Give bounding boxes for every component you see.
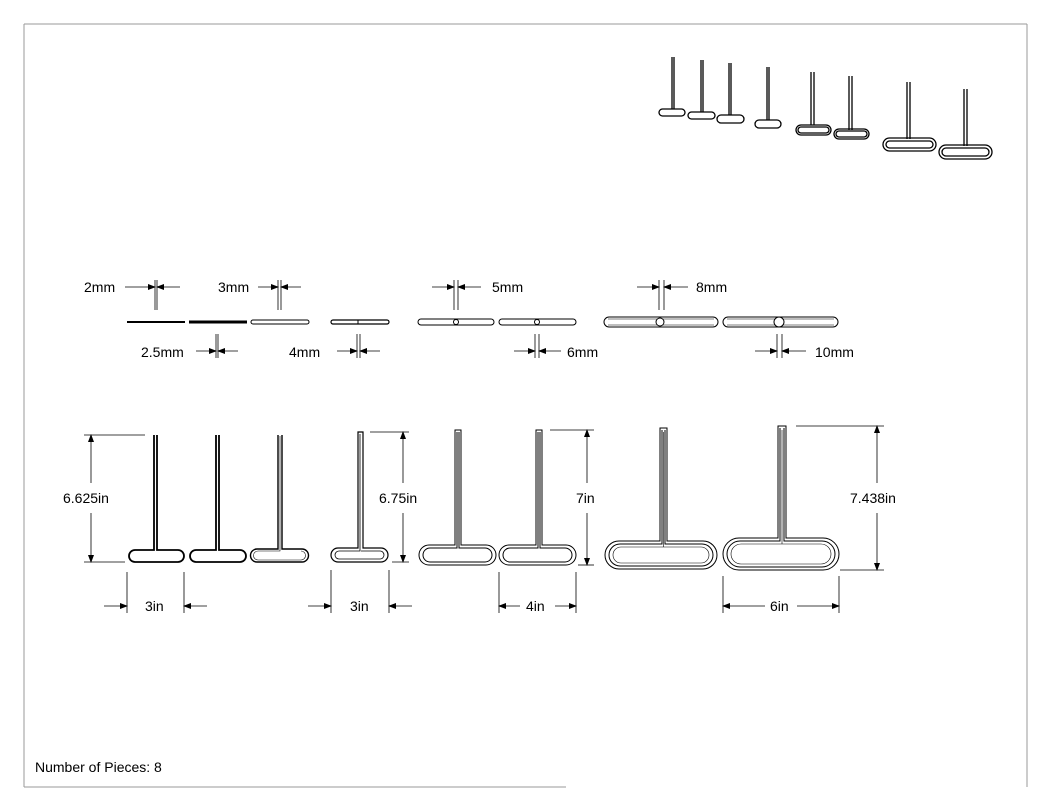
dim-label-8mm: 8mm — [696, 279, 727, 295]
dim-label-3in-b: 3in — [350, 598, 369, 614]
isometric-view — [658, 57, 993, 160]
number-of-pieces-note: Number of Pieces: 8 — [35, 759, 162, 775]
top-handle-4 — [330, 319, 390, 325]
top-view — [127, 316, 839, 328]
front-wrench-4 — [330, 431, 389, 563]
dim-label-10mm: 10mm — [815, 344, 854, 360]
front-wrench-2 — [189, 435, 247, 563]
dim-label-5mm: 5mm — [492, 279, 523, 295]
iso-wrench-3 — [716, 63, 745, 124]
front-wrench-5 — [418, 429, 497, 566]
dim-label-4mm: 4mm — [289, 344, 320, 360]
dim-label-3in-a: 3in — [145, 598, 164, 614]
iso-wrench-1 — [658, 57, 686, 117]
top-handle-5 — [417, 318, 495, 326]
front-view — [128, 425, 840, 571]
dim-label-3mm: 3mm — [218, 279, 249, 295]
top-view-dimension-labels: 2mm 3mm 2.5mm 4mm 5mm 6mm 8mm 10mm — [84, 279, 854, 360]
front-wrench-3 — [249, 435, 310, 563]
top-view-dimensions — [125, 280, 806, 358]
dim-label-7.438in: 7.438in — [850, 490, 896, 506]
front-wrench-7 — [604, 427, 718, 570]
iso-wrench-7 — [882, 82, 937, 152]
dim-label-6in: 6in — [770, 598, 789, 614]
dim-label-4in: 4in — [526, 598, 545, 614]
iso-wrench-2 — [687, 60, 716, 120]
front-view-dimension-labels: 6.625in 6.75in 7in 7.438in 3in 3in 4in 6… — [63, 490, 896, 614]
dim-label-6mm: 6mm — [567, 344, 598, 360]
top-handle-8 — [722, 316, 839, 328]
top-handle-3 — [250, 319, 310, 325]
dim-label-2.5mm: 2.5mm — [141, 344, 184, 360]
front-view-dimensions — [84, 425, 884, 613]
front-wrench-1 — [128, 435, 185, 563]
front-wrench-8 — [722, 425, 840, 571]
dim-label-7in: 7in — [576, 490, 595, 506]
dim-label-6.625in: 6.625in — [63, 490, 109, 506]
top-handle-7 — [603, 316, 719, 328]
front-wrench-6 — [498, 429, 577, 566]
iso-wrench-4 — [754, 67, 782, 129]
iso-wrench-5 — [795, 72, 832, 136]
top-handle-6 — [498, 318, 577, 326]
iso-wrench-6 — [833, 76, 870, 140]
dim-label-6.75in: 6.75in — [379, 490, 417, 506]
iso-wrench-8 — [938, 89, 993, 160]
dim-label-2mm: 2mm — [84, 279, 115, 295]
sheet-border — [23, 23, 1028, 788]
